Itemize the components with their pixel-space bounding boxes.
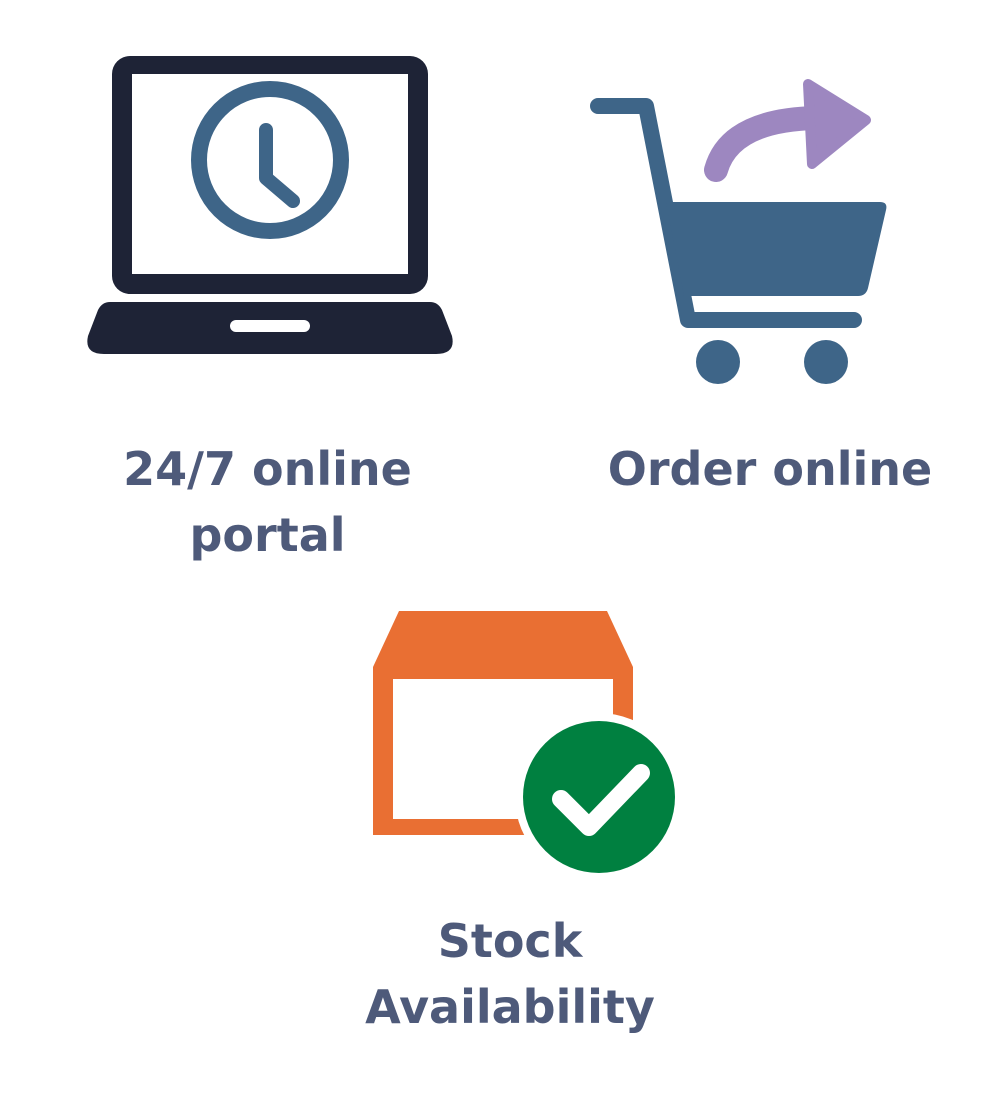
label-line: portal — [189, 508, 346, 562]
feature-label-stock-availability: Stock Availability — [250, 908, 770, 1040]
label-line: Order online — [607, 442, 933, 496]
feature-label-order-online: Order online — [540, 436, 1000, 502]
label-line: Stock — [437, 914, 583, 968]
feature-online-portal: 24/7 online portal — [0, 0, 540, 580]
feature-label-online-portal: 24/7 online portal — [0, 436, 535, 568]
label-line: Availability — [365, 980, 655, 1034]
feature-stock-availability: Stock Availability — [250, 590, 770, 1060]
feature-order-online: Order online — [540, 0, 1000, 580]
label-line: 24/7 online — [123, 442, 412, 496]
laptop-clock-icon — [87, 56, 453, 354]
box-checkmark-icon — [373, 611, 683, 881]
shopping-cart-arrow-icon — [590, 79, 887, 384]
